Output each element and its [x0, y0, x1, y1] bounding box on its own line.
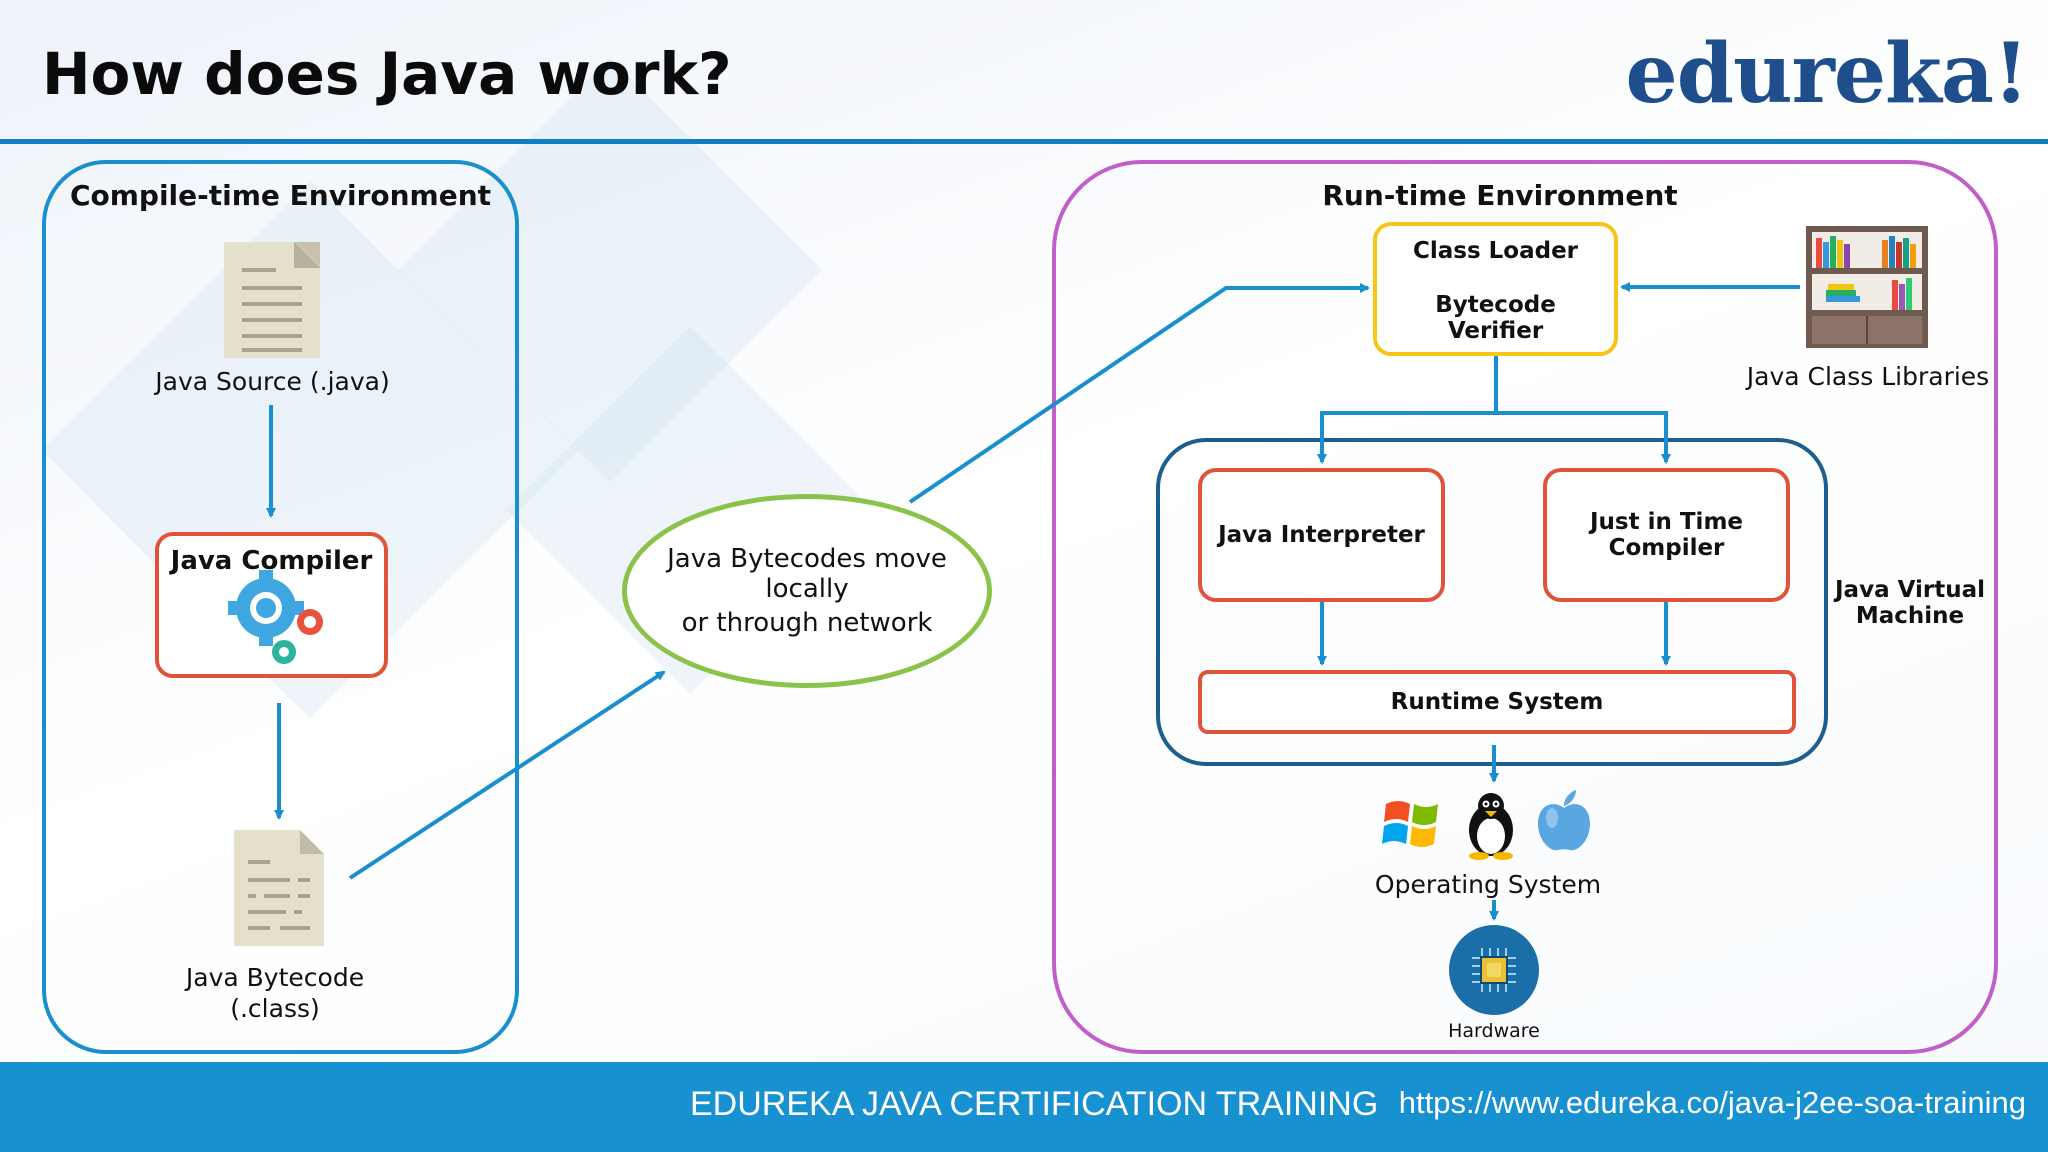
arrow-bytecode-to-network [348, 670, 666, 880]
bytecode-verifier-line2: Verifier [1447, 318, 1544, 344]
compile-time-panel [42, 160, 519, 1054]
run-time-heading: Run-time Environment [1322, 179, 1678, 212]
arrow-verifier-to-interpreter [1317, 356, 1498, 464]
windows-icon [1382, 801, 1438, 847]
footer-bar [0, 1062, 2048, 1152]
transfer-line1: Java Bytecodes move locally [667, 544, 947, 604]
arrow-network-to-classloader [908, 283, 1370, 504]
operating-system-label: Operating System [1374, 870, 1602, 899]
jvm-line1: Java Virtual [1835, 577, 1985, 603]
gears-icon [228, 570, 323, 664]
brand-logo: edureka! [1625, 26, 2029, 122]
class-loader-label: Class Loader [1412, 238, 1579, 264]
page-title: How does Java work? [42, 40, 732, 108]
runtime-system-label: Runtime System [1390, 689, 1604, 715]
bytecode-verifier-line1: Bytecode [1435, 292, 1556, 318]
jit-line2: Compiler [1608, 535, 1725, 561]
runtime-system-box: Runtime System [1198, 670, 1796, 734]
linux-tux-icon [1469, 793, 1513, 860]
jit-compiler-box: Just in Time Compiler [1543, 468, 1790, 602]
class-loader-box: Class Loader Bytecode Verifier [1373, 222, 1618, 356]
bytecode-file-icon [234, 830, 324, 946]
java-bytecode-label: Java Bytecode (.class) [140, 963, 410, 1023]
bytecode-transfer-ellipse: Java Bytecodes move locally or through n… [622, 494, 992, 688]
java-class-libraries-label: Java Class Libraries [1746, 362, 1990, 391]
jvm-line2: Machine [1855, 603, 1965, 629]
java-interpreter-box: Java Interpreter [1198, 468, 1445, 602]
jit-line1: Just in Time [1589, 509, 1744, 535]
compile-time-heading: Compile-time Environment [69, 179, 492, 212]
java-interpreter-label: Java Interpreter [1218, 522, 1425, 548]
footer-url[interactable]: https://www.edureka.co/java-j2ee-soa-tra… [1398, 1085, 2026, 1120]
hardware-label: Hardware [1448, 1020, 1540, 1042]
document-icon [224, 242, 320, 358]
java-bytecode-line2: (.class) [230, 994, 320, 1023]
arrow-verifier-to-jit [1496, 411, 1671, 464]
footer-course: EDUREKA JAVA CERTIFICATION TRAINING [690, 1085, 1379, 1123]
java-bytecode-line1: Java Bytecode [185, 963, 365, 992]
transfer-line2: or through network [681, 608, 933, 638]
run-time-panel [1052, 160, 1998, 1054]
chip-icon [1449, 925, 1539, 1015]
bookshelf-icon [1806, 226, 1928, 348]
header-divider [0, 139, 2048, 144]
java-source-label: Java Source (.java) [155, 367, 390, 396]
jvm-label: Java Virtual Machine [1822, 577, 1998, 629]
apple-icon [1538, 790, 1590, 851]
